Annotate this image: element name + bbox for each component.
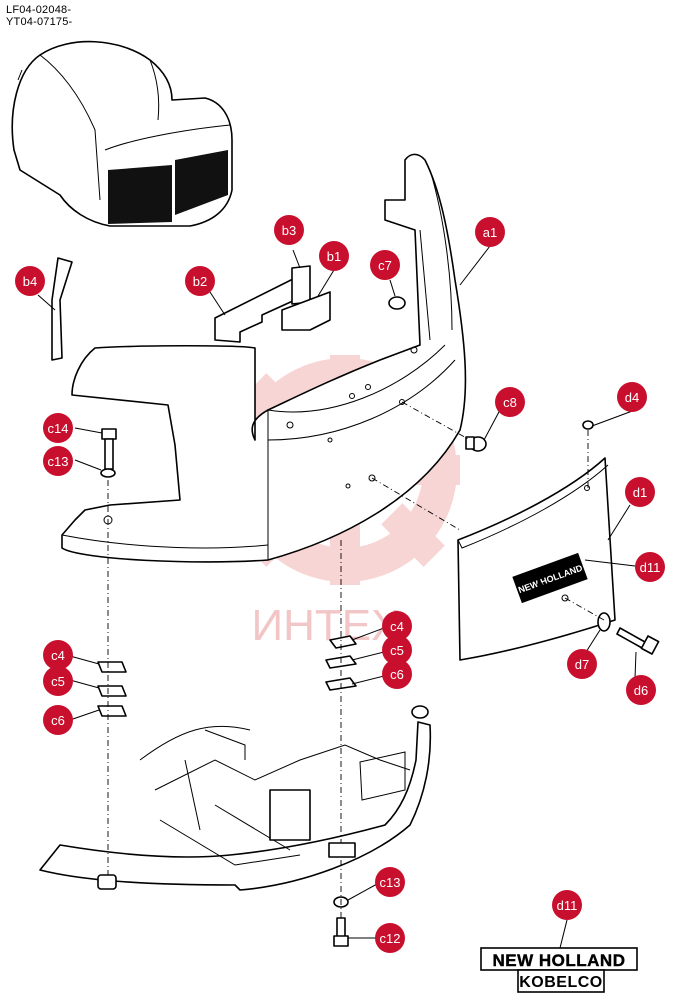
plate-d1: NEW HOLLAND <box>457 457 616 661</box>
callout-c12: c12 <box>375 923 405 953</box>
svg-text:c7: c7 <box>378 258 392 273</box>
counterweight <box>61 153 467 563</box>
svg-text:b1: b1 <box>327 249 341 264</box>
callout-b1: b1 <box>319 241 349 271</box>
svg-text:c8: c8 <box>503 395 517 410</box>
svg-text:d4: d4 <box>625 390 639 405</box>
nut-c8 <box>465 436 487 452</box>
pin-d4 <box>582 420 594 430</box>
callout-c6-left: c6 <box>43 705 73 735</box>
svg-text:c14: c14 <box>48 421 69 436</box>
callout-b3: b3 <box>274 215 304 245</box>
svg-text:c6: c6 <box>51 713 65 728</box>
washer-c13-left <box>100 468 116 478</box>
svg-text:c5: c5 <box>390 643 404 658</box>
decal-line-2: KOBELCO <box>519 974 603 991</box>
callout-c13-left: c13 <box>43 446 73 476</box>
callout-d1: d1 <box>625 477 655 507</box>
callout-d6: d6 <box>626 675 656 705</box>
callout-b4: b4 <box>15 266 45 296</box>
shims-left <box>97 661 127 717</box>
callout-c13-bottom: c13 <box>375 867 405 897</box>
callout-c4-right: c4 <box>382 611 412 641</box>
callout-c14: c14 <box>43 413 73 443</box>
decal-d11: NEW HOLLAND KOBELCO <box>480 947 638 993</box>
bolt-c14 <box>101 428 117 470</box>
callout-c8: c8 <box>495 387 525 417</box>
callout-b2: b2 <box>185 266 215 296</box>
callout-c5-right: c5 <box>382 635 412 665</box>
svg-text:d11: d11 <box>640 560 661 575</box>
serial-range-1: LF04-02048- <box>6 4 72 16</box>
svg-text:c6: c6 <box>390 667 404 682</box>
decal-line-1: NEW HOLLAND <box>493 951 626 970</box>
machine-overview-sketch <box>11 40 233 227</box>
callout-c5-left: c5 <box>43 666 73 696</box>
svg-text:c13: c13 <box>48 454 69 469</box>
callout-a1: a1 <box>475 217 505 247</box>
svg-text:b2: b2 <box>193 274 207 289</box>
callout-d11-decal: d11 <box>552 890 582 920</box>
svg-text:d11: d11 <box>557 898 578 913</box>
callout-d11-plate: d11 <box>635 552 665 582</box>
svg-text:b3: b3 <box>282 223 296 238</box>
svg-text:d6: d6 <box>634 683 648 698</box>
svg-text:c4: c4 <box>390 619 404 634</box>
svg-text:a1: a1 <box>483 225 497 240</box>
callout-c4-left: c4 <box>43 640 73 670</box>
bracket-b4 <box>51 257 73 361</box>
watermark-text: ИНТЕХ <box>252 601 401 650</box>
installation-lines <box>107 401 605 918</box>
svg-text:d7: d7 <box>575 657 589 672</box>
callout-c7: c7 <box>370 250 400 280</box>
plate-b1 <box>281 291 331 331</box>
svg-text:c4: c4 <box>51 648 65 663</box>
plate-b3 <box>291 265 311 305</box>
callout-d4: d4 <box>617 382 647 412</box>
svg-text:c12: c12 <box>380 931 401 946</box>
callout-d7: d7 <box>567 649 597 679</box>
cap-c7 <box>388 296 406 310</box>
bolt-c12 <box>333 917 349 947</box>
svg-text:d1: d1 <box>633 485 647 500</box>
upper-frame <box>39 705 432 891</box>
svg-text:c5: c5 <box>51 674 65 689</box>
svg-text:c13: c13 <box>380 875 401 890</box>
bolt-d6 <box>616 627 660 655</box>
leader-lines <box>37 245 637 949</box>
serial-range-2: YT04-07175- <box>6 16 73 28</box>
callout-c6-right: c6 <box>382 659 412 689</box>
svg-text:b4: b4 <box>23 274 37 289</box>
washer-d7 <box>597 612 611 632</box>
